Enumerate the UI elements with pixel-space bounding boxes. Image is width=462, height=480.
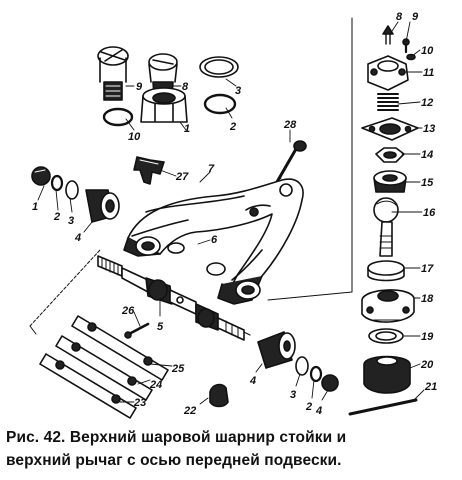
washer-6-lower — [206, 262, 226, 276]
callout-5: 5 — [157, 321, 164, 333]
callout-14: 14 — [421, 149, 433, 161]
callout-4-far-right: 4 — [315, 405, 322, 417]
callout-13: 13 — [423, 123, 435, 135]
callout-26: 26 — [121, 305, 135, 317]
bracket-27 — [133, 156, 165, 185]
callout-labels: 9 8 3 10 1 2 27 28 7 6 1 2 3 4 5 26 4 3 … — [32, 11, 437, 417]
ball-joint-stack — [348, 25, 419, 416]
callout-10-right: 10 — [421, 45, 434, 57]
washer-2-left — [50, 174, 64, 192]
callout-17: 17 — [421, 263, 434, 275]
bushing-4-top — [85, 189, 120, 223]
washer-6-upper — [167, 242, 185, 254]
callout-6: 6 — [211, 234, 218, 246]
callout-3-top: 3 — [235, 85, 241, 97]
bolt-26 — [127, 322, 150, 336]
callout-10-top: 10 — [128, 131, 141, 143]
callout-4-left: 4 — [74, 232, 81, 244]
exploded-diagram: 9 8 3 10 1 2 27 28 7 6 1 2 3 4 5 26 4 3 … — [29, 11, 437, 419]
cap-22 — [209, 383, 229, 408]
caption-line-2: верхний рычаг с осью передней подвески. — [6, 452, 342, 469]
spring-washer-2 — [203, 93, 237, 115]
callout-9-right: 9 — [412, 11, 419, 23]
callout-18: 18 — [421, 293, 434, 305]
callout-8-top: 8 — [182, 81, 189, 93]
callout-21: 21 — [424, 381, 437, 393]
figure-caption: Рис. 42. Верхний шаровой шарнир стойки и… — [6, 426, 458, 472]
ball-cap-1 — [31, 166, 51, 186]
callout-19: 19 — [421, 331, 434, 343]
callout-9-top: 9 — [136, 81, 143, 93]
leader-lines — [37, 21, 425, 405]
callout-7: 7 — [208, 163, 215, 175]
washer-3-right — [295, 356, 309, 376]
callout-25: 25 — [171, 363, 185, 375]
washer-3 — [199, 56, 239, 78]
callout-22: 22 — [183, 405, 196, 417]
spring-washer-10 — [102, 107, 134, 127]
callout-4-right: 4 — [249, 375, 256, 387]
callout-1-top: 1 — [184, 123, 190, 135]
shims — [39, 315, 169, 419]
callout-11: 11 — [423, 67, 434, 79]
axle-5 — [97, 255, 251, 341]
callout-2-right: 2 — [305, 401, 312, 413]
callout-2-left: 2 — [53, 211, 60, 223]
caption-line-1: Рис. 42. Верхний шаровой шарнир стойки и — [6, 429, 347, 446]
callout-23: 23 — [133, 397, 146, 409]
upper-arm-7 — [123, 178, 304, 305]
callout-15: 15 — [421, 177, 434, 189]
callout-28: 28 — [283, 119, 297, 131]
callout-27: 27 — [175, 171, 189, 183]
ball-cap-1-right — [321, 374, 339, 392]
callout-8-right: 8 — [396, 11, 403, 23]
callout-3-left: 3 — [68, 215, 74, 227]
bolt-part — [97, 46, 129, 101]
washer-3-left — [65, 180, 79, 200]
bushing-4-bottom — [257, 331, 296, 369]
callout-2-top: 2 — [229, 121, 236, 133]
callout-16: 16 — [423, 207, 436, 219]
nut-1 — [140, 87, 188, 123]
callout-20: 20 — [420, 359, 434, 371]
callout-3-right: 3 — [290, 389, 296, 401]
callout-24: 24 — [149, 379, 162, 391]
callout-1-left: 1 — [32, 201, 38, 213]
washer-2-right — [309, 365, 323, 383]
callout-12: 12 — [421, 97, 433, 109]
